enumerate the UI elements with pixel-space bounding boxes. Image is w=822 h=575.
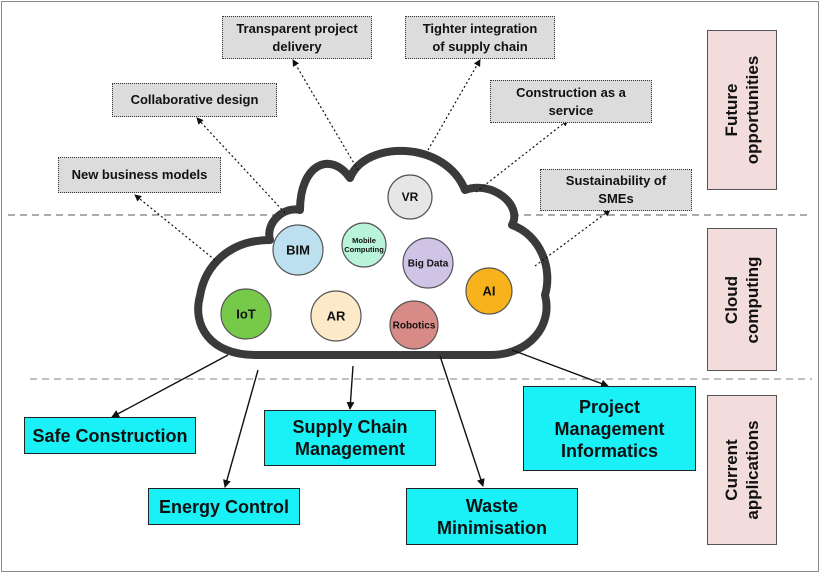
opportunity-transparent-project-delivery: Transparent project delivery <box>222 16 372 59</box>
category-cloud-computing: Cloud computing <box>707 228 777 371</box>
category-future-opportunities: Future opportunities <box>707 30 777 190</box>
connector-waste-minimisation <box>439 355 485 487</box>
category-current-applications-label: Current applications <box>722 420 762 520</box>
application-waste-minimisation: Waste Minimisation <box>406 488 578 545</box>
opportunity-construction-as-a-service: Construction as a service <box>490 80 652 123</box>
tech-ar-label: AR <box>327 309 346 324</box>
connector-project-management-informatics <box>511 349 609 388</box>
category-current-applications: Current applications <box>707 395 777 545</box>
tech-iot-circle <box>220 288 272 340</box>
application-safe-construction: Safe Construction <box>24 417 196 454</box>
tech-ai-circle <box>465 267 513 315</box>
connector-new-business-models <box>134 194 216 261</box>
connector-supply-chain-management <box>346 365 355 410</box>
tech-bim-circle <box>272 224 324 276</box>
tech-big-data: Big Data <box>402 237 454 289</box>
opportunity-new-business-models: New business models <box>58 157 221 193</box>
tech-robotics-label: Robotics <box>393 321 436 332</box>
tech-vr-label: VR <box>402 190 419 204</box>
opportunity-collaborative-design: Collaborative design <box>112 83 277 117</box>
connector-construction-as-a-service <box>475 119 569 193</box>
category-future-opportunities-label: Future opportunities <box>722 55 762 165</box>
tech-ai-label: AI <box>483 284 496 299</box>
opportunity-tighter-integration: Tighter integration of supply chain <box>405 16 555 59</box>
application-supply-chain-management: Supply Chain Management <box>264 410 436 466</box>
tech-robotics-circle <box>389 300 439 350</box>
opportunity-sustainability-of-smes: Sustainability of SMEs <box>540 169 692 211</box>
tech-vr-circle <box>387 174 433 220</box>
tech-ai: AI <box>465 267 513 315</box>
connector-energy-control <box>223 369 259 488</box>
connector-safe-construction <box>111 354 229 418</box>
tech-robotics: Robotics <box>389 300 439 350</box>
connector-transparent-project-delivery <box>292 59 359 171</box>
connector-collaborative-design <box>196 117 286 214</box>
category-cloud-computing-label: Cloud computing <box>722 256 762 343</box>
application-project-management-informatics: Project Management Informatics <box>523 386 696 471</box>
tech-vr: VR <box>387 174 433 220</box>
tech-ar-circle <box>310 290 362 342</box>
connector-tighter-integration <box>427 59 481 151</box>
tech-big-data-circle <box>402 237 454 289</box>
tech-iot: IoT <box>220 288 272 340</box>
tech-mobile-computing-circle <box>341 222 387 268</box>
tech-bim: BIM <box>272 224 324 276</box>
tech-ar: AR <box>310 290 362 342</box>
tech-iot-label: IoT <box>236 307 256 322</box>
application-energy-control: Energy Control <box>148 488 300 525</box>
tech-bim-label: BIM <box>286 243 310 258</box>
tech-big-data-label: Big Data <box>408 259 449 270</box>
connector-sustainability-of-smes <box>534 209 611 267</box>
